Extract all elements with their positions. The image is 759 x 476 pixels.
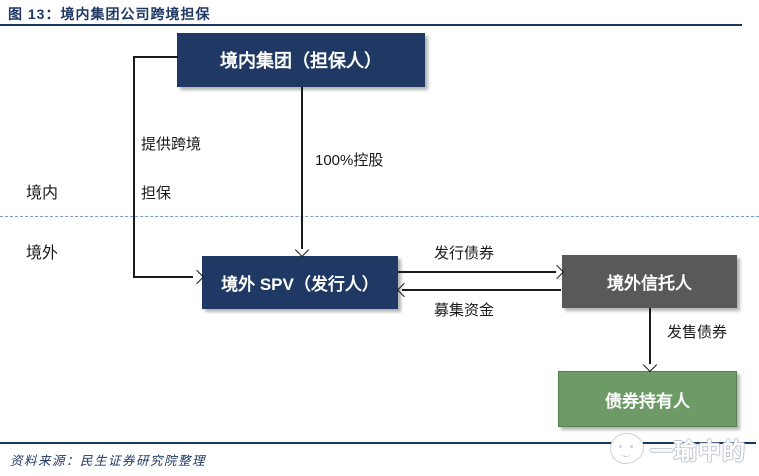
node-domestic-group: 境内集团（担保人）	[177, 33, 425, 87]
node-offshore-spv-label: 境外 SPV（发行人）	[221, 275, 379, 294]
source-note: 资料来源：民生证券研究院整理	[10, 454, 207, 468]
watermark-face-mouth-icon	[621, 450, 631, 457]
node-offshore-spv: 境外 SPV（发行人）	[202, 256, 398, 309]
raise-funds-arrow-line	[402, 289, 561, 291]
onshore-offshore-divider	[0, 216, 759, 217]
guarantee-label-line1: 提供跨境	[141, 136, 202, 153]
sell-bonds-arrow-line	[649, 308, 651, 364]
issue-bonds-arrow-line	[398, 271, 556, 273]
region-label-domestic: 境内	[26, 185, 59, 202]
issue-bonds-label: 发行债券	[434, 245, 495, 262]
node-bondholders: 债券持有人	[558, 371, 737, 427]
region-label-overseas: 境外	[26, 245, 59, 262]
title-rule	[0, 24, 742, 26]
watermark-text: 一瑜中的	[650, 438, 746, 464]
sell-bonds-label: 发售债券	[667, 324, 728, 341]
guarantee-arrow-segment-top	[133, 56, 178, 58]
node-domestic-group-label: 境内集团（担保人）	[220, 51, 382, 71]
watermark-face-eye-icon	[619, 445, 622, 448]
raise-funds-label: 募集资金	[434, 302, 495, 319]
node-offshore-trustee: 境外信托人	[562, 255, 737, 308]
bottom-rule	[0, 442, 756, 444]
guarantee-label-line2: 担保	[141, 185, 172, 202]
holding-label: 100%控股	[315, 152, 384, 169]
sell-bonds-arrowhead-icon	[642, 357, 658, 373]
node-offshore-trustee-label: 境外信托人	[607, 274, 692, 293]
guarantee-arrow-segment-bottom	[133, 276, 193, 278]
node-bondholders-label: 债券持有人	[605, 391, 690, 411]
figure-title: 图 13：境内集团公司跨境担保	[8, 6, 211, 22]
holding-arrow-line	[301, 87, 303, 249]
watermark-face-eye-icon	[630, 445, 633, 448]
guarantee-arrow-segment-vertical	[133, 56, 135, 277]
watermark-face-icon	[610, 433, 644, 464]
holding-arrowhead-icon	[294, 242, 310, 258]
raise-funds-arrowhead-icon	[396, 282, 412, 298]
